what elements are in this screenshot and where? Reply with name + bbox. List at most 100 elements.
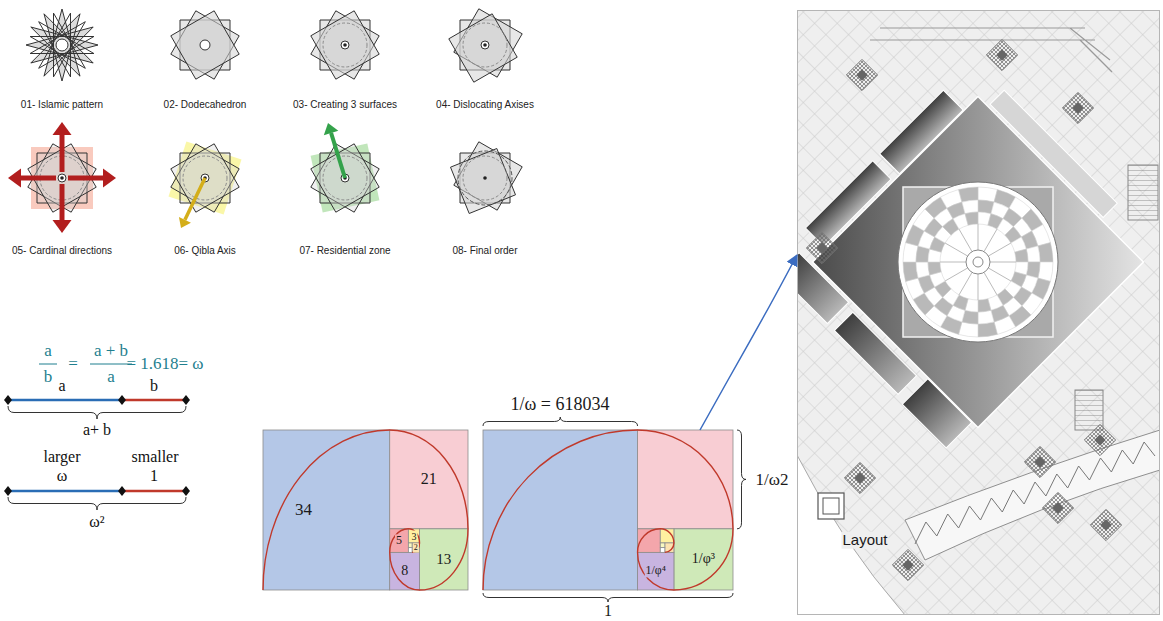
fibonacci-square — [263, 430, 390, 590]
dome-rib — [959, 272, 972, 295]
fibonacci-square — [408, 548, 412, 553]
garden-tile-core — [902, 559, 913, 570]
formula-term: b — [44, 368, 53, 387]
step-glyph — [311, 11, 379, 79]
fibonacci-square: 2 — [412, 543, 419, 552]
garden-tile — [1090, 509, 1121, 540]
dashed-circle — [463, 23, 507, 67]
direction-arrow — [185, 178, 205, 220]
garden-tile-core — [1100, 519, 1111, 530]
center-dot — [343, 43, 347, 47]
garden-tile — [892, 549, 923, 580]
garden-tile — [1024, 446, 1055, 477]
square-surface — [311, 11, 379, 79]
fibonacci-square: 3 — [408, 529, 419, 543]
square-surface — [311, 11, 379, 79]
square-surface — [451, 149, 516, 214]
fibonacci-square — [390, 430, 468, 529]
segment-b — [122, 399, 186, 402]
square-surface — [171, 11, 239, 79]
segment-a — [8, 490, 122, 493]
building-wing — [880, 90, 963, 173]
star-pattern — [30, 13, 94, 77]
garden-tile — [846, 59, 877, 90]
step-caption: 06- Qibla Axis — [174, 245, 236, 256]
dashed-circle — [323, 23, 367, 67]
dome-rib — [990, 262, 1016, 263]
segment-label: 1 — [150, 467, 158, 485]
dome-tile — [965, 212, 978, 225]
dome-outline — [898, 182, 1058, 342]
brace — [737, 430, 746, 529]
segment-label: a — [58, 377, 65, 395]
step-glyph — [169, 142, 242, 229]
golden-spiral — [263, 430, 468, 590]
segment-b — [122, 490, 186, 493]
kiosk — [818, 493, 844, 519]
fibonacci-square — [674, 529, 733, 590]
arrow-head — [8, 169, 21, 188]
building — [797, 60, 1160, 454]
step-glyph — [451, 142, 523, 214]
kiosk-inner — [823, 498, 839, 514]
stairs — [1075, 390, 1103, 430]
fibonacci-square: 13 — [420, 529, 468, 590]
paving-grid — [797, 10, 1160, 615]
golden-rectangle — [483, 430, 733, 590]
arrow-head — [179, 217, 191, 228]
square-number: 2 — [413, 543, 419, 552]
segment-label: larger — [43, 448, 80, 466]
brace — [483, 593, 733, 602]
zigzag-seating — [915, 442, 1155, 544]
segment-point — [182, 486, 190, 496]
arrow-head — [53, 122, 72, 135]
building-wing — [805, 161, 891, 247]
step-glyph — [449, 9, 522, 82]
fibonacci-square — [638, 430, 733, 529]
garden-tile — [806, 232, 837, 263]
terrace-band — [905, 430, 1160, 560]
brace — [8, 497, 186, 510]
garden-tile — [986, 39, 1017, 70]
layout-panel: Layout — [797, 10, 1160, 615]
fibonacci-square — [420, 529, 468, 590]
dome-tile — [1015, 249, 1028, 262]
fibonacci-square — [483, 430, 638, 590]
flow-arrow — [700, 255, 797, 430]
square-number: 5 — [395, 534, 403, 547]
segment-point — [4, 395, 12, 405]
dashed-circle — [463, 156, 507, 200]
garden-tile — [1062, 92, 1093, 123]
step-glyph — [26, 9, 98, 81]
brace — [8, 406, 186, 419]
step-glyph — [171, 11, 239, 79]
dome-tile — [1026, 246, 1040, 262]
fibonacci-square — [408, 543, 412, 548]
dome-rib — [988, 243, 1011, 256]
segment-label: ω — [57, 467, 68, 485]
dome-rib — [988, 268, 1011, 281]
step-caption: 05- Cardinal directions — [12, 245, 112, 256]
prayer-hall — [903, 187, 1053, 337]
building-wing — [902, 379, 971, 448]
garden-tile — [1042, 492, 1073, 523]
segment-point — [4, 486, 12, 496]
segment-label: ω² — [89, 513, 104, 531]
dome-tile — [978, 299, 991, 312]
arrow-head — [53, 220, 72, 233]
garden-tile-core — [1034, 456, 1045, 467]
direction-arrow — [60, 184, 65, 220]
step-glyph — [8, 122, 116, 233]
center-ring — [481, 41, 489, 49]
direction-arrow — [331, 133, 345, 178]
square-surface — [171, 11, 239, 79]
segment-label: a+ b — [83, 421, 111, 439]
center-circle — [200, 40, 210, 50]
square-number: 21 — [420, 471, 438, 489]
dome-rib — [940, 262, 966, 263]
dome-rib — [945, 243, 968, 256]
fibonacci-square — [660, 543, 665, 548]
